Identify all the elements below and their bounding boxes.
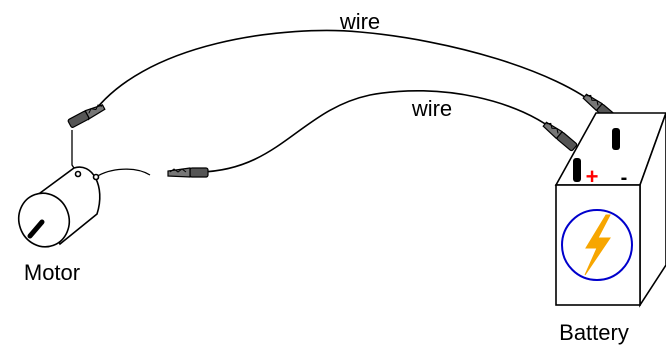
alligator-clip-battery-positive xyxy=(542,121,578,152)
alligator-clip-loose xyxy=(167,167,209,178)
motor-label: Motor xyxy=(24,260,80,285)
wire-label-bottom: wire xyxy=(411,96,452,121)
alligator-clip-motor-top xyxy=(67,104,106,128)
wire-label-top: wire xyxy=(339,9,380,34)
lightning-emblem xyxy=(561,209,633,281)
positive-sign: + xyxy=(586,164,599,189)
negative-sign: - xyxy=(621,167,628,189)
wire-top xyxy=(87,29,601,121)
battery-label: Battery xyxy=(559,320,629,345)
lightning-icon xyxy=(584,214,611,276)
wire-bottom xyxy=(199,90,561,173)
battery-terminal-positive xyxy=(573,158,581,182)
motor-icon xyxy=(17,166,101,248)
battery-terminal-negative xyxy=(612,128,620,150)
